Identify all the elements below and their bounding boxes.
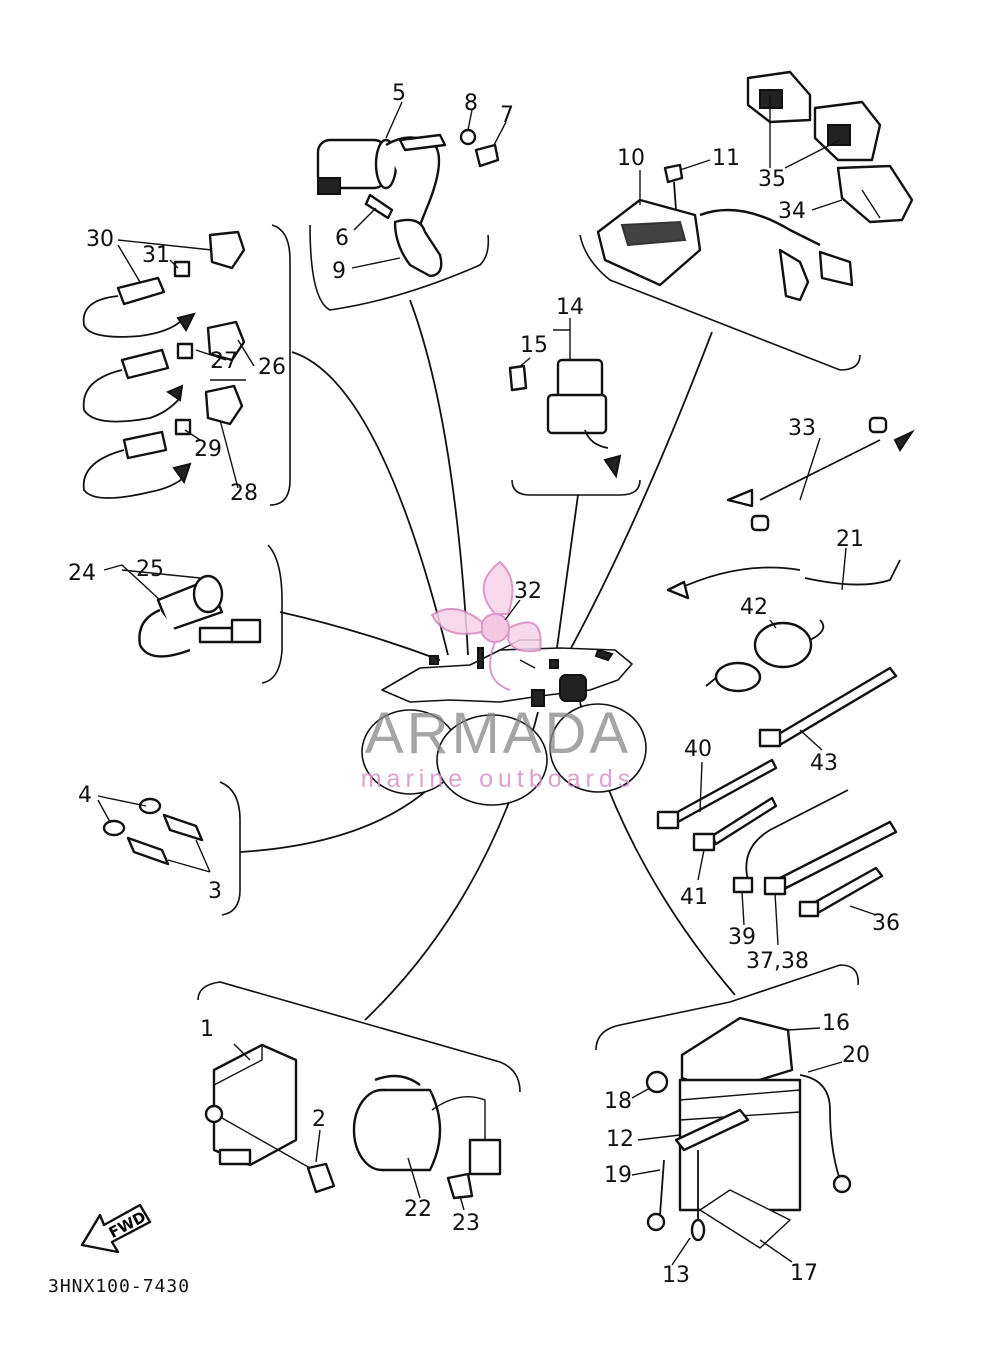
callout-39: 39	[728, 925, 756, 950]
callout-32: 32	[514, 579, 542, 604]
callout-19: 19	[604, 1163, 632, 1188]
callout-8: 8	[464, 91, 478, 116]
callout-31: 31	[142, 243, 170, 268]
fwd-arrow-icon: FWD	[80, 1203, 152, 1254]
callout-42: 42	[740, 595, 768, 620]
callout-2: 2	[312, 1107, 326, 1132]
armada-logo-icon	[430, 560, 542, 691]
callout-29: 29	[194, 437, 222, 462]
callout-10: 10	[617, 146, 645, 171]
callout-9: 9	[332, 259, 346, 284]
callout-37-38: 37,38	[746, 949, 809, 974]
callout-1: 1	[200, 1017, 214, 1042]
callout-40: 40	[684, 737, 712, 762]
callout-15: 15	[520, 333, 548, 358]
callout-17: 17	[790, 1261, 818, 1286]
callout-43: 43	[810, 751, 838, 776]
leads-and-straps	[666, 416, 915, 748]
group-brackets	[197, 224, 861, 1093]
callout-14: 14	[556, 295, 584, 320]
watermark-brand: ARMADA	[364, 701, 632, 766]
callout-6: 6	[335, 226, 349, 251]
callout-20: 20	[842, 1043, 870, 1068]
callout-16: 16	[822, 1011, 850, 1036]
callout-27: 27	[210, 349, 238, 374]
callout-4: 4	[78, 783, 92, 808]
callout-21: 21	[836, 527, 864, 552]
watermark-tagline: marine outboards	[360, 765, 636, 793]
callout-7: 7	[500, 103, 514, 128]
callout-24: 24	[68, 561, 96, 586]
switch-assembly	[102, 797, 204, 866]
callout-3: 3	[208, 879, 222, 904]
callout-33: 33	[788, 416, 816, 441]
cdi-unit	[204, 1043, 336, 1194]
callout-5: 5	[392, 81, 406, 106]
callout-22: 22	[404, 1197, 432, 1222]
starter-solenoid-assembly	[138, 574, 262, 658]
callout-26: 26	[258, 355, 286, 380]
callout-13: 13	[662, 1263, 690, 1288]
relay-assembly	[508, 358, 622, 479]
callout-35: 35	[758, 167, 786, 192]
motor-unit	[352, 1074, 502, 1200]
callout-11: 11	[712, 146, 740, 171]
cable-bands	[656, 758, 898, 918]
callout-23: 23	[452, 1211, 480, 1236]
battery-assembly	[645, 1016, 852, 1249]
sensor-assembly	[82, 230, 246, 499]
callout-34: 34	[778, 199, 806, 224]
callout-28: 28	[230, 481, 258, 506]
atv-outline	[361, 639, 647, 806]
callout-41: 41	[680, 885, 708, 910]
ignition-coil-assembly	[316, 128, 500, 278]
callout-25: 25	[136, 557, 164, 582]
callout-leaders	[97, 95, 877, 1266]
diagram-code: 3HNX100-7430	[48, 1276, 191, 1297]
callout-12: 12	[606, 1127, 634, 1152]
callout-36: 36	[872, 911, 900, 936]
callout-30: 30	[86, 227, 114, 252]
regulator-assembly	[596, 70, 914, 302]
callout-18: 18	[604, 1089, 632, 1114]
callout-labels: 1 2 3 4 5 6 7 8 9 10 11 12 13 14 15 16 1…	[68, 81, 900, 1288]
